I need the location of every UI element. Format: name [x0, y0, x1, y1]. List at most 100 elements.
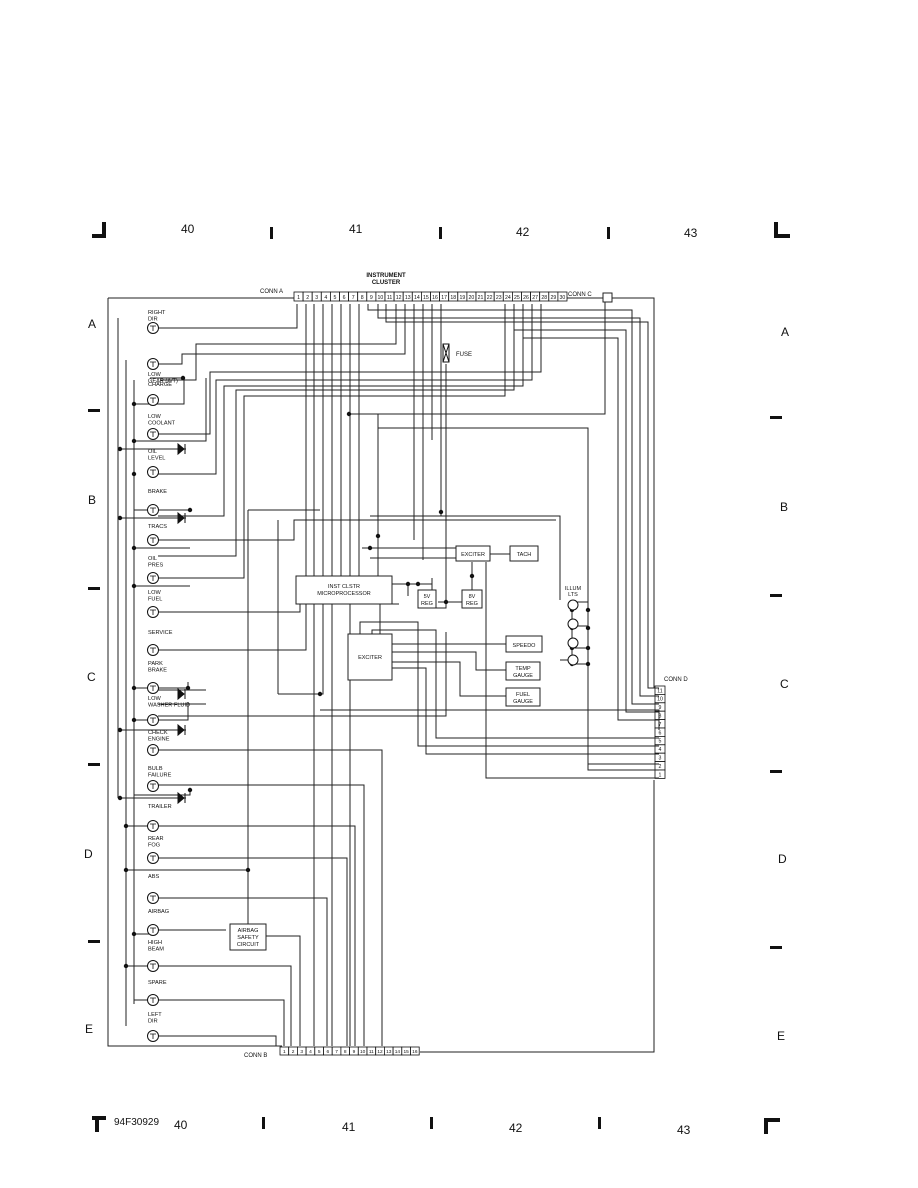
- block-tach: TACH: [509, 545, 539, 562]
- indicator-label: RIGHT: [148, 310, 166, 316]
- indicator-label: FUEL: [148, 597, 162, 603]
- conn-a-pin-number: 15: [423, 295, 429, 301]
- conn-a-pin-number: 13: [405, 295, 411, 301]
- conn-d-pin-number: 6: [659, 730, 662, 736]
- grid-col-label: 43: [684, 226, 698, 240]
- lamp-filament-icon: [150, 609, 156, 615]
- illum-lights: ILLUM LTS: [565, 586, 582, 666]
- lamp-filament-icon: [150, 895, 156, 901]
- grid-col-label: 41: [342, 1120, 356, 1134]
- conn-a-pin-number: 26: [523, 295, 529, 301]
- conn-a-pin-number: 2: [306, 295, 309, 301]
- indicator-label: LOW: [148, 696, 161, 702]
- conn-a-pin-number: 22: [487, 295, 493, 301]
- conn-a-pin-number: 5: [334, 295, 337, 301]
- grid-col-label: 42: [516, 225, 530, 239]
- lamp-filament-icon: [150, 647, 156, 653]
- indicator-label: SERVICE: [148, 630, 173, 636]
- airbag-block-label-2: SAFETY: [237, 935, 259, 941]
- indicator-label: DIR: [148, 317, 158, 323]
- indicator-lamp: SPARE: [147, 980, 167, 1006]
- lamp-filament-icon: [150, 997, 156, 1003]
- illum-label-1: ILLUM: [565, 586, 582, 592]
- lamp-filament-icon: [150, 397, 156, 403]
- conn-a-pin-number: 19: [459, 295, 465, 301]
- indicator-label: ENGINE: [148, 737, 170, 743]
- conn-a-pin-number: 20: [469, 295, 475, 301]
- indicator-label: OIL: [148, 556, 157, 562]
- conn-b-pin-number: 12: [377, 1049, 383, 1055]
- conn-a-pin-number: 16: [432, 295, 438, 301]
- lamp-filament-icon: [150, 823, 156, 829]
- indicator-label: HIGH: [148, 940, 162, 946]
- conn-a-pin-number: 28: [541, 295, 547, 301]
- indicator-lamp: ABS: [147, 874, 159, 904]
- indicator-lamp: CHARGE: [147, 382, 172, 406]
- grid-column-labels-bottom: 40 41 42 43: [174, 1118, 691, 1137]
- indicator-label: LOW: [148, 414, 161, 420]
- conn-c-block: [602, 292, 613, 303]
- microprocessor-label-2: MICROPROCESSOR: [317, 591, 371, 597]
- indicator-lamp: BRAKE: [147, 489, 167, 516]
- tach-label: TACH: [517, 552, 532, 558]
- indicator-label: OIL: [148, 449, 157, 455]
- diode-icon: [177, 687, 186, 701]
- conn-b-pin-cell: [410, 1046, 420, 1056]
- diode-icons: [177, 442, 186, 805]
- grid-row-label: D: [84, 847, 93, 861]
- reg8-label-2: REG: [466, 601, 478, 607]
- conn-a-label: CONN A: [260, 289, 283, 295]
- conn-a-pin-number: 25: [514, 295, 520, 301]
- conn-a-pin-number: 7: [352, 295, 355, 301]
- conn-a-pin-number: 8: [361, 295, 364, 301]
- conn-b-label: CONN B: [244, 1053, 267, 1059]
- conn-a-pin-number: 12: [396, 295, 402, 301]
- grid-row-label: E: [85, 1022, 93, 1036]
- block-temp-gauge: TEMP GAUGE: [505, 661, 541, 681]
- conn-b-pin-number: 11: [369, 1049, 374, 1055]
- conn-b-pin-number: 1: [283, 1049, 286, 1055]
- indicator-label: TRAILER: [148, 804, 172, 810]
- indicator-label: COOLANT: [148, 421, 176, 427]
- grid-ticks: [88, 227, 782, 1129]
- figure-id: 94F30929: [114, 1117, 159, 1128]
- grid-column-labels-top: 40 41 42 43: [181, 222, 698, 240]
- speedo-label: SPEEDO: [513, 643, 537, 649]
- lamp-filament-icon: [150, 685, 156, 691]
- grid-col-label: 43: [677, 1123, 691, 1137]
- conn-b-pin-number: 9: [353, 1049, 356, 1055]
- conn-b-pin-number: 3: [300, 1049, 303, 1055]
- grid-row-label: D: [778, 852, 787, 866]
- conn-b-pin-number: 10: [360, 1049, 366, 1055]
- conn-a-pin-number: 3: [315, 295, 318, 301]
- conn-b-pin-number: 5: [318, 1049, 321, 1055]
- conn-a-pin-number: 9: [370, 295, 373, 301]
- conn-a-pin-number: 17: [441, 295, 447, 301]
- diagram-title-line-1: INSTRUMENT: [366, 273, 406, 279]
- lamp-filament-icon: [150, 927, 156, 933]
- indicator-label: CHECK: [148, 730, 168, 736]
- indicator-label: GEAR (A/T): [148, 379, 178, 385]
- reg5-label-2: REG: [421, 601, 433, 607]
- fuel-label-1: FUEL: [516, 692, 530, 698]
- lamp-filament-icon: [150, 431, 156, 437]
- reg8-label-1: 8V: [469, 594, 476, 600]
- wires: [117, 302, 660, 1046]
- indicator-label: CHARGE: [148, 382, 172, 388]
- block-speedo: SPEEDO: [505, 635, 543, 653]
- fuel-label-2: GAUGE: [513, 699, 533, 705]
- illum-lamp-icon: [567, 637, 579, 649]
- indicator-label: FOG: [148, 843, 160, 849]
- conn-a-pin-number: 24: [505, 295, 511, 301]
- conn-a-pin-number: 4: [324, 295, 327, 301]
- conn-d-pin-number: 8: [659, 714, 662, 720]
- conn-d-label: CONN D: [664, 677, 688, 683]
